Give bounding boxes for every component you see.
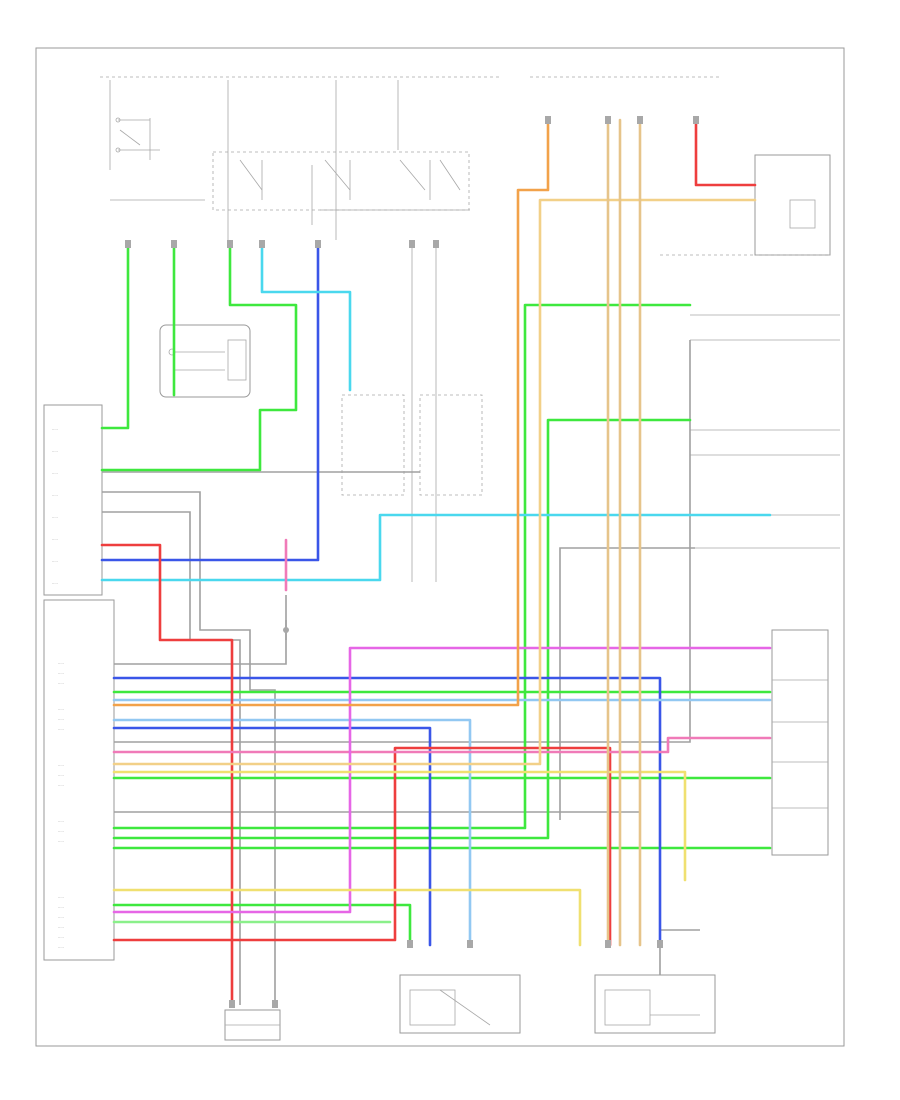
svg-text:.....: ..... — [58, 716, 64, 721]
svg-text:.....: ..... — [58, 828, 64, 833]
center-sensors — [341, 245, 483, 582]
upper-right-sensor — [660, 154, 831, 256]
svg-text:.....: ..... — [58, 904, 64, 909]
relay-switch-bank — [212, 80, 470, 240]
svg-text:.....: ..... — [58, 706, 64, 711]
lower-center-connector — [224, 1009, 281, 1041]
svg-text:.....: ..... — [58, 944, 64, 949]
svg-text:.....: ..... — [58, 680, 64, 685]
colored-wires — [100, 118, 772, 1007]
svg-text:.....: ..... — [58, 934, 64, 939]
right-side-modules — [690, 314, 840, 856]
upper-connector-block: ..... ..... ..... ..... ..... ..... ....… — [43, 404, 103, 596]
svg-text:.....: ..... — [52, 492, 58, 497]
svg-text:.....: ..... — [58, 914, 64, 919]
svg-text:.....: ..... — [52, 426, 58, 431]
svg-text:.....: ..... — [52, 536, 58, 541]
svg-text:.....: ..... — [58, 894, 64, 899]
svg-text:.....: ..... — [58, 782, 64, 787]
svg-text:.....: ..... — [58, 924, 64, 929]
upper-left-switch-group — [109, 80, 205, 201]
svg-text:.....: ..... — [52, 558, 58, 563]
main-control-module: ............... ............... ........… — [43, 599, 115, 961]
diagram-frame — [35, 47, 845, 1047]
svg-text:.....: ..... — [58, 670, 64, 675]
svg-text:.....: ..... — [58, 726, 64, 731]
terminal-marks — [125, 116, 699, 1008]
svg-text:.....: ..... — [58, 762, 64, 767]
bottom-right-motor — [594, 974, 716, 1034]
svg-text:.....: ..... — [58, 838, 64, 843]
svg-text:.....: ..... — [52, 470, 58, 475]
svg-text:.....: ..... — [52, 580, 58, 585]
center-relay — [159, 324, 251, 398]
svg-text:.....: ..... — [52, 514, 58, 519]
svg-text:.....: ..... — [58, 660, 64, 665]
bottom-left-motor — [399, 974, 521, 1034]
svg-text:.....: ..... — [58, 772, 64, 777]
svg-text:.....: ..... — [58, 818, 64, 823]
svg-text:.....: ..... — [52, 448, 58, 453]
